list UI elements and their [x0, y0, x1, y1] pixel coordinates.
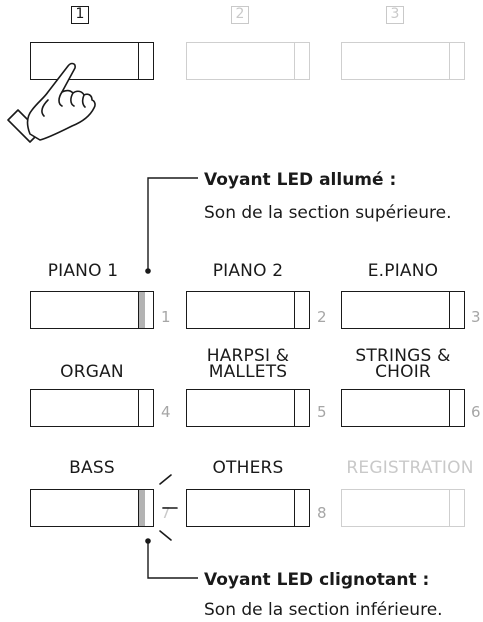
lower-leader-line: [148, 541, 198, 578]
upper-leader-line: [148, 178, 198, 271]
upper-leader-dot: [145, 268, 151, 274]
pointing-hand-icon: [8, 64, 95, 142]
led-blink-rays-icon: [160, 475, 177, 540]
lower-leader-dot: [145, 538, 151, 544]
